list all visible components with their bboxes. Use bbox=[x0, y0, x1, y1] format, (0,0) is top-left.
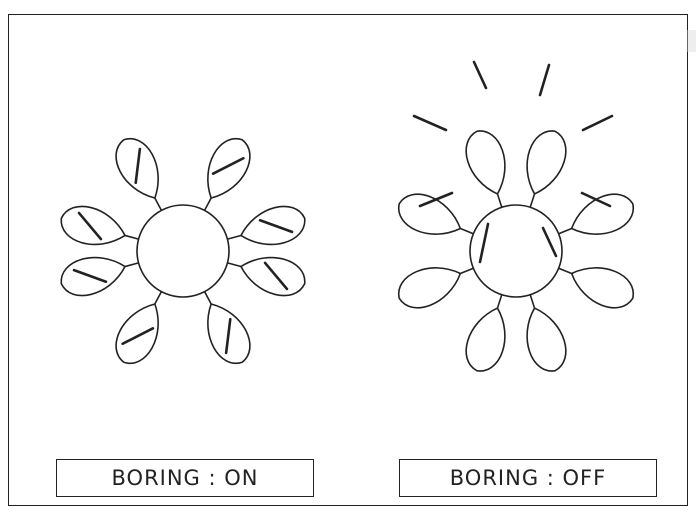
right-petal-1 bbox=[466, 131, 505, 194]
left-stem-4 bbox=[227, 235, 241, 239]
left-stem-7 bbox=[155, 292, 162, 304]
right-petal-6 bbox=[572, 268, 634, 308]
right-stem-6 bbox=[559, 268, 572, 273]
right-stem-8 bbox=[530, 295, 534, 308]
left-stem-2 bbox=[205, 198, 212, 210]
right-hub bbox=[470, 205, 562, 297]
boring-off-label: BORING : OFF bbox=[399, 459, 657, 497]
left-stem-6 bbox=[227, 263, 241, 267]
right-loose-mark-1 bbox=[474, 62, 486, 88]
right-stem-7 bbox=[497, 295, 501, 308]
right-petal-2 bbox=[527, 131, 566, 194]
right-petal-5 bbox=[399, 268, 461, 308]
left-stem-8 bbox=[205, 292, 212, 304]
right-stem-5 bbox=[460, 268, 473, 273]
right-loose-mark-3 bbox=[414, 116, 446, 130]
left-stem-5 bbox=[125, 263, 139, 267]
right-flower bbox=[399, 131, 634, 371]
right-stem-1 bbox=[497, 194, 501, 207]
left-hub bbox=[137, 205, 229, 297]
right-stem-2 bbox=[530, 194, 534, 207]
left-petal-3 bbox=[61, 206, 125, 244]
right-petal-7 bbox=[466, 308, 505, 371]
right-loose-mark-4 bbox=[583, 116, 612, 130]
left-petal-6 bbox=[241, 258, 305, 296]
left-petal-2 bbox=[208, 139, 250, 198]
right-loose-mark-2 bbox=[540, 65, 549, 95]
right-stem-3 bbox=[460, 229, 473, 234]
left-flower bbox=[61, 139, 305, 364]
boring-on-label: BORING : ON bbox=[56, 459, 314, 497]
right-petal-3 bbox=[399, 194, 461, 234]
right-stem-4 bbox=[559, 229, 572, 234]
right-petal-8 bbox=[527, 308, 566, 371]
left-stem-3 bbox=[125, 235, 139, 239]
right-petal-4 bbox=[572, 194, 634, 234]
left-stem-1 bbox=[155, 198, 162, 210]
left-petal-7 bbox=[116, 304, 158, 363]
